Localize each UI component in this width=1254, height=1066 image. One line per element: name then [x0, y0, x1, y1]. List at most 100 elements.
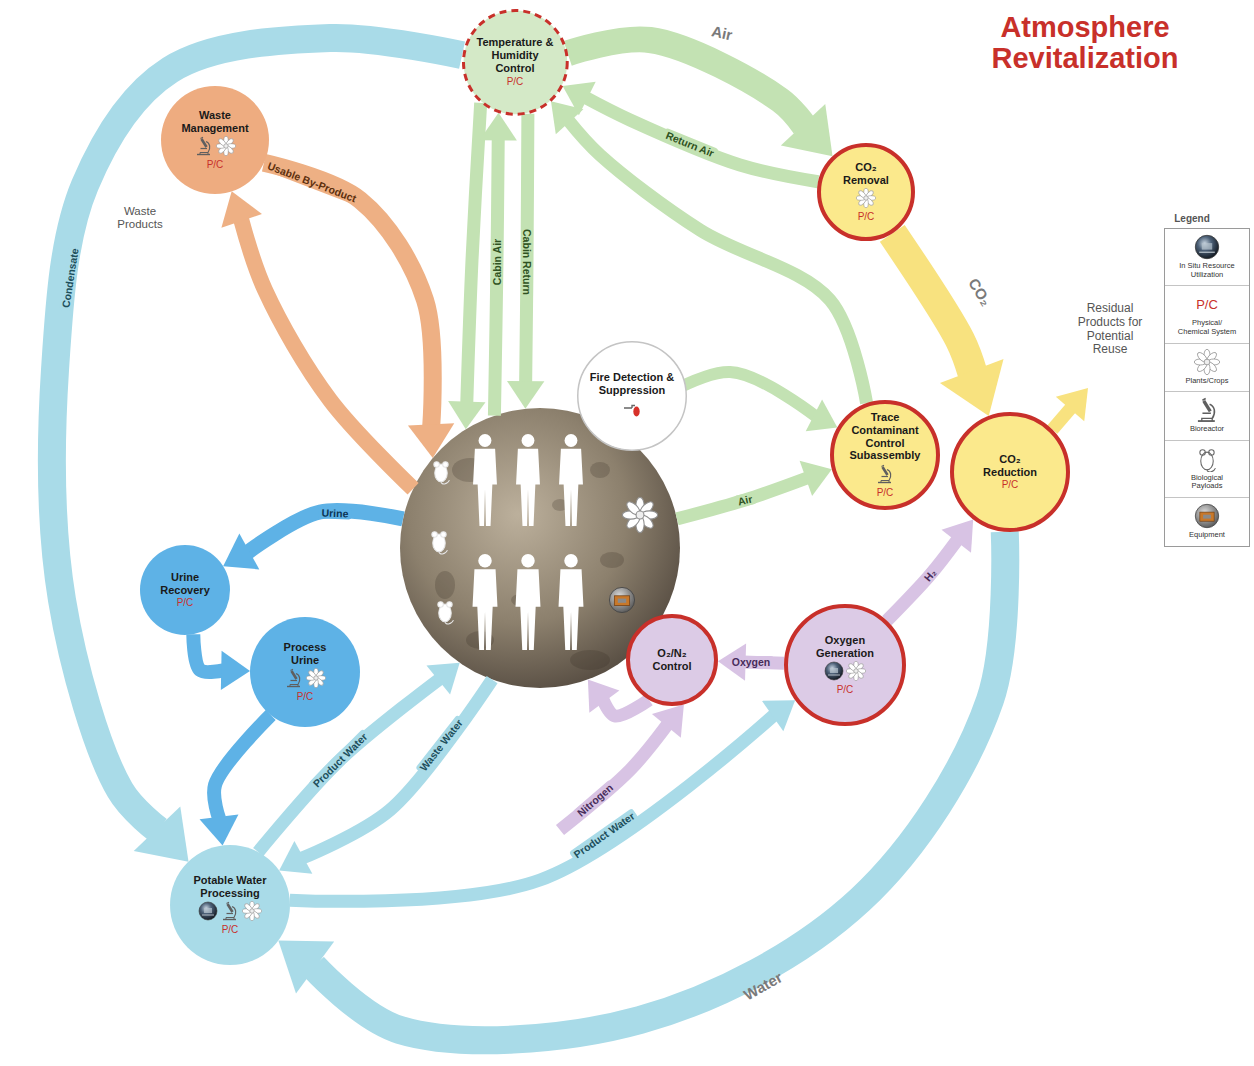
flow-label: Oxygen	[729, 656, 774, 668]
legend-sample	[1194, 349, 1220, 375]
node-circle	[819, 145, 913, 239]
legend-entry: Equipment	[1165, 497, 1249, 546]
output-note: Waste Products	[109, 205, 171, 231]
flow-arrow	[677, 461, 832, 519]
equipment-box	[614, 596, 629, 606]
node-circle	[161, 86, 269, 194]
diagram-title: Atmosphere Revitalization	[976, 12, 1194, 75]
legend-text: Physical/ Chemical System	[1176, 319, 1238, 336]
flow-band	[313, 532, 1005, 1040]
microscope-stroke	[232, 907, 236, 918]
flow-band	[603, 700, 649, 716]
node-icon	[220, 901, 240, 921]
flow-label: Cabin Return	[521, 226, 533, 298]
node-circle	[250, 617, 360, 727]
isru-detail	[830, 668, 838, 673]
crew-head	[565, 434, 578, 447]
system-tag: P/C	[837, 684, 854, 696]
crew-body	[473, 569, 498, 650]
petal	[857, 190, 867, 200]
arrow-head	[448, 401, 485, 429]
node-circle	[628, 616, 716, 704]
flow-arrow	[448, 103, 485, 429]
mouse-ear	[441, 532, 446, 537]
output-note: Residual Products for Potential Reuse	[1070, 302, 1150, 357]
microscope-stroke	[882, 466, 885, 467]
equipment-panel	[618, 599, 626, 603]
legend-entry: Plants/Crops	[1165, 343, 1249, 392]
equipment-figure	[609, 587, 634, 612]
mouse-ear	[443, 462, 448, 467]
mouse-ear	[438, 602, 443, 607]
arrow-head	[588, 680, 619, 713]
mouse-ear	[1200, 450, 1205, 455]
legend-sample	[1194, 503, 1220, 529]
legend-entry: Biological Payloads	[1165, 440, 1249, 497]
node-content: CO₂ ReductionP/C	[950, 412, 1070, 532]
node-title: Potable Water Processing	[190, 874, 270, 900]
microscope-stroke	[200, 153, 208, 155]
mouse-ear	[432, 532, 437, 537]
microscope-stroke	[1202, 413, 1210, 415]
crew-head	[478, 554, 491, 567]
node-circle	[952, 414, 1068, 530]
legend-icon	[1194, 234, 1220, 260]
isru-detail	[1202, 243, 1212, 250]
flow-label: Cabin Air	[491, 236, 503, 288]
arrow-head	[134, 806, 189, 861]
isru-detail	[204, 908, 212, 913]
legend-sample	[1194, 397, 1220, 423]
microscope-stroke	[292, 671, 297, 679]
node-outline	[161, 86, 269, 194]
icon-row	[198, 901, 262, 921]
node-circle	[170, 845, 290, 965]
arrow-head	[223, 534, 259, 570]
flow-arrow	[507, 114, 544, 409]
legend-entry: Bioreactor	[1165, 391, 1249, 440]
extinguisher-hose	[624, 405, 635, 408]
flow-arrow	[718, 643, 784, 680]
icon-row	[824, 661, 866, 681]
microscope-stroke	[1202, 399, 1205, 401]
flow-arrow	[568, 39, 833, 156]
arrow-head	[652, 704, 684, 737]
microscope-stroke	[206, 142, 210, 153]
microscope-stroke	[228, 904, 233, 912]
node-content: Process UrineP/C	[250, 617, 360, 727]
flow-arrow	[278, 532, 1005, 1040]
microscope-stroke	[290, 685, 298, 687]
crew-head	[479, 434, 492, 447]
node-content: CO₂ RemovalP/C	[817, 143, 915, 241]
node-title: CO₂ Removal	[836, 161, 896, 187]
flow-arrow	[1052, 388, 1088, 430]
microscope-stroke	[201, 138, 204, 139]
flower-center	[314, 676, 318, 680]
microscope-stroke	[883, 467, 888, 475]
flow-band	[1052, 407, 1071, 429]
equipment-photo	[609, 587, 634, 612]
flow-band	[887, 540, 958, 621]
flow-band	[290, 715, 774, 901]
legend-sample: P/C	[1196, 291, 1218, 317]
node-title: CO₂ Reduction	[977, 453, 1043, 479]
flower-center	[1204, 359, 1210, 365]
crew-body	[559, 449, 583, 526]
crew-body	[516, 569, 541, 650]
flower-center	[250, 909, 254, 913]
node-content: Oxygen GenerationP/C	[784, 604, 906, 726]
crater	[590, 462, 610, 478]
flow-arrow	[887, 519, 973, 620]
microscope-stroke	[227, 903, 230, 904]
node-icon	[856, 188, 876, 208]
system-tag: P/C	[222, 924, 239, 936]
node-icon	[875, 464, 895, 484]
crater	[600, 552, 624, 568]
microscope-stroke	[291, 680, 298, 681]
flow-label: Air	[710, 22, 734, 43]
extinguisher-body	[633, 406, 639, 416]
node-circle	[786, 606, 904, 724]
microscope-stroke	[1202, 419, 1212, 422]
microscope-stroke	[227, 913, 234, 914]
legend-sample	[1194, 446, 1220, 472]
arrow-head	[806, 400, 838, 432]
